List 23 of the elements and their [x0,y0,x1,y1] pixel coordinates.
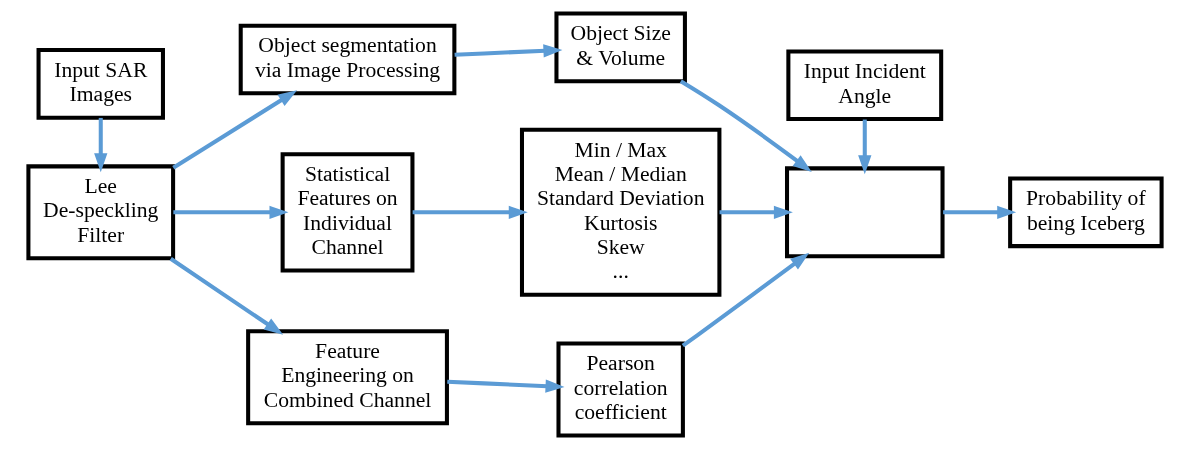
arrow [719,205,793,219]
node-box: Min / Max Mean / Median Standard Deviation Kurtosis Skew ... [519,127,722,297]
arrow [169,257,284,335]
node-box: Feature Engineering on Combined Channel [246,329,449,426]
arrow [454,44,563,58]
arrow [679,79,812,173]
arrow [681,252,810,348]
arrow [412,205,528,219]
node-box: Pearson correlation coefficient [556,341,685,438]
arrow [173,205,289,219]
arrow [447,379,565,393]
node-box: Input Incident Angle [786,49,944,122]
node-box [785,166,945,259]
arrow [172,90,298,170]
node-box: Object segmentation via Image Processing [238,23,457,96]
node-box: Lee De-speckling Filter [26,164,176,261]
node-box: Probability of being Iceberg [1008,176,1164,249]
arrow [94,117,108,173]
arrow [858,119,872,175]
arrow [943,205,1017,219]
node-box: Object Size & Volume [554,11,687,84]
node-box: Statistical Features on Individual Channel [280,152,415,273]
node-box: Input SAR Images [36,48,165,120]
